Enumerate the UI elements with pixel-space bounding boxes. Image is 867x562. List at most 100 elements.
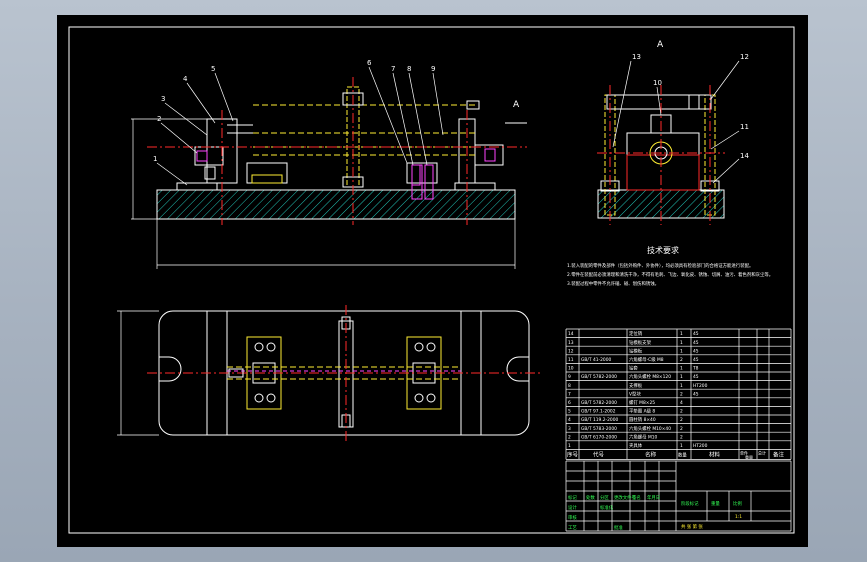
parts-row-qty: 2 xyxy=(680,426,683,432)
callout-2: 2 xyxy=(157,115,161,123)
parts-row-material: 45 xyxy=(693,391,699,397)
parts-row-qty: 2 xyxy=(680,409,683,415)
parts-header-qty: 数量 xyxy=(678,451,687,458)
parts-row-name: 六角螺母-C级 M8 xyxy=(629,356,664,363)
section-marker-top: A xyxy=(657,40,664,50)
tb-label-approve: 批准 xyxy=(614,524,623,531)
parts-row-qty: 1 xyxy=(680,366,683,372)
parts-row-name: 螺钉 M8×25 xyxy=(629,399,655,406)
tb-label-process: 工艺 xyxy=(568,525,577,531)
tb-label-weight: 重量 xyxy=(711,500,720,507)
parts-row-name: 钻模板 xyxy=(629,347,643,354)
parts-row-qty: 2 xyxy=(680,434,683,440)
parts-row-name: 六角头螺栓 M8×120 xyxy=(629,373,671,380)
callout-14: 14 xyxy=(740,152,749,160)
parts-row-qty: 1 xyxy=(680,374,683,380)
parts-row-name: 六角螺母 M10 xyxy=(629,433,658,440)
tb-label-scale: 比例 xyxy=(733,500,742,507)
tb-scale-value: 1:1 xyxy=(735,514,742,520)
tb-label-date: 年月日 xyxy=(647,494,660,501)
parts-row-qty: 2 xyxy=(680,417,683,423)
callout-12: 12 xyxy=(740,53,749,61)
parts-header-note: 备注 xyxy=(773,450,785,458)
parts-row-code: GB/T 6170-2000 xyxy=(581,434,617,440)
parts-row-no: 4 xyxy=(568,417,571,423)
parts-row-material: 45 xyxy=(693,331,699,337)
callout-9: 9 xyxy=(431,65,435,73)
tech-req-item-2: 2.零件在装配前必须清理和清洗干净，不得有毛刺、飞边、氧化皮、锈蚀、切屑、油污、… xyxy=(567,271,773,278)
parts-row-name: 六角头螺栓 M10×40 xyxy=(629,425,671,432)
tech-req-item-3: 3.装配过程中零件不允许磕、碰、划伤和锈蚀。 xyxy=(567,280,659,287)
parts-row-material: 45 xyxy=(693,340,699,346)
parts-row-name: 圆柱销 8×40 xyxy=(629,416,656,423)
top-view xyxy=(117,305,541,443)
parts-row-qty: 1 xyxy=(680,331,683,337)
parts-row-qty: 4 xyxy=(680,400,683,406)
parts-row-no: 11 xyxy=(568,357,574,363)
parts-row-no: 14 xyxy=(568,331,574,337)
tech-req-item-1: 1.装入装配的零件及部件（包括外购件、外协件），均必须具有检验部门的合格证方能进… xyxy=(567,262,753,269)
tech-req-title: 技术要求 xyxy=(647,245,679,255)
callout-13: 13 xyxy=(632,53,641,61)
technical-requirements: 技术要求 1.装入装配的零件及部件（包括外购件、外协件），均必须具有检验部门的合… xyxy=(567,245,773,287)
parts-row-code: GB/T 5783-2000 xyxy=(581,426,617,432)
tb-label-zone: 分区 xyxy=(600,494,609,501)
parts-row-qty: 1 xyxy=(680,443,683,449)
cad-viewport[interactable]: A 1 2 3 4 5 6 7 8 9 A xyxy=(57,15,808,547)
parts-row-qty: 1 xyxy=(680,383,683,389)
callout-11: 11 xyxy=(740,123,749,131)
tb-label-sign: 签名 xyxy=(632,494,641,501)
tb-label-stage: 阶段标记 xyxy=(681,500,699,507)
parts-row-material: HT200 xyxy=(693,383,708,389)
callout-7: 7 xyxy=(391,65,395,73)
parts-row-no: 1 xyxy=(568,443,571,449)
drawing-frame xyxy=(68,26,795,534)
parts-row-name: V型块 xyxy=(629,390,641,397)
callout-1: 1 xyxy=(153,155,157,163)
parts-row-no: 6 xyxy=(568,400,571,406)
parts-row-qty: 2 xyxy=(680,357,683,363)
parts-header-material: 材料 xyxy=(709,450,721,458)
parts-row-code: GB/T 41-2000 xyxy=(581,357,612,363)
front-view: A 1 2 3 4 5 6 7 8 9 xyxy=(131,59,527,269)
base-plate xyxy=(156,189,516,220)
parts-row-material: 45 xyxy=(693,348,699,354)
parts-header-name: 名称 xyxy=(645,450,657,458)
parts-row-material: 45 xyxy=(693,374,699,380)
parts-row-qty: 2 xyxy=(680,391,683,397)
parts-row-no: 9 xyxy=(568,374,571,380)
parts-row-name: 钻模板支架 xyxy=(629,339,652,346)
parts-row-no: 5 xyxy=(568,409,571,415)
parts-row-code: GB/T 5782-2000 xyxy=(581,400,617,406)
tb-label-count: 处数 xyxy=(586,494,595,501)
parts-row-material: HT200 xyxy=(693,443,708,449)
tb-label-design: 设计 xyxy=(568,504,577,511)
parts-header-unit: 单件 xyxy=(740,449,748,455)
parts-row-no: 10 xyxy=(568,366,574,372)
title-block: 标记处数分区更改文件号签名年月日设计标准化审核工艺批准阶段标记重量比例1:1共 … xyxy=(565,460,792,532)
parts-row-name: 定位销 xyxy=(629,330,643,337)
callout-5: 5 xyxy=(211,65,215,73)
tb-label-mark: 标记 xyxy=(568,494,577,501)
parts-row-no: 8 xyxy=(568,383,571,389)
parts-row-no: 2 xyxy=(568,434,571,440)
parts-row-code: GB/T 97.1-2002 xyxy=(581,409,616,415)
parts-row-name: 支撑板 xyxy=(629,382,643,389)
section-label-front: A xyxy=(513,100,520,110)
parts-row-no: 13 xyxy=(568,340,574,346)
parts-row-code: GB/T 5782-2000 xyxy=(581,374,617,380)
parts-row-qty: 1 xyxy=(680,348,683,354)
side-view: A 13 12 11 14 10 xyxy=(597,40,749,225)
parts-header-code: 代号 xyxy=(593,450,605,458)
assembly-drawing: A 1 2 3 4 5 6 7 8 9 A xyxy=(68,26,795,534)
parts-row-code: GB/T 119.2-2000 xyxy=(581,417,619,423)
parts-row-qty: 1 xyxy=(680,340,683,346)
tb-label-review: 审核 xyxy=(568,514,577,521)
parts-row-material: T8 xyxy=(692,366,699,372)
parts-row-no: 3 xyxy=(568,426,571,432)
callout-10: 10 xyxy=(653,79,662,87)
callout-4: 4 xyxy=(183,75,188,83)
parts-row-no: 12 xyxy=(568,348,574,354)
jig-plate xyxy=(606,94,712,110)
